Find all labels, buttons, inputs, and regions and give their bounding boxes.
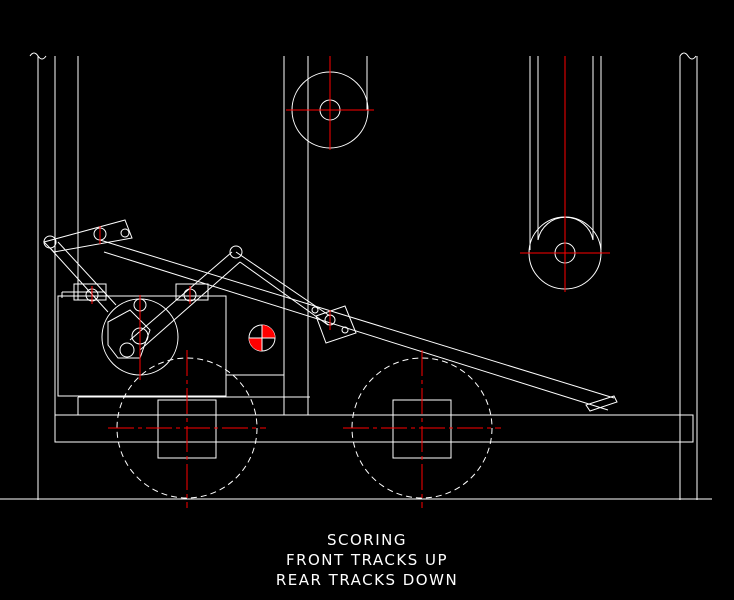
gearbox-housing: [57, 291, 284, 397]
caption-front-tracks: FRONT TRACKS UP: [285, 551, 449, 569]
caption-rear-tracks: REAR TRACKS DOWN: [275, 571, 459, 589]
chassis-rail: [54, 396, 694, 443]
frame-right: [679, 56, 698, 500]
linkage-upper-left: [43, 219, 133, 313]
frame-left: [37, 56, 79, 500]
cam-assembly: [73, 283, 209, 376]
break-symbol-right: [679, 52, 697, 60]
caption-scoring: SCORING: [327, 531, 407, 549]
scoring-arm: [99, 239, 618, 412]
centerlines: [91, 56, 610, 508]
center-column: [283, 56, 309, 415]
center-of-gravity-icon: [248, 324, 276, 352]
linkage-middle: [129, 245, 331, 351]
